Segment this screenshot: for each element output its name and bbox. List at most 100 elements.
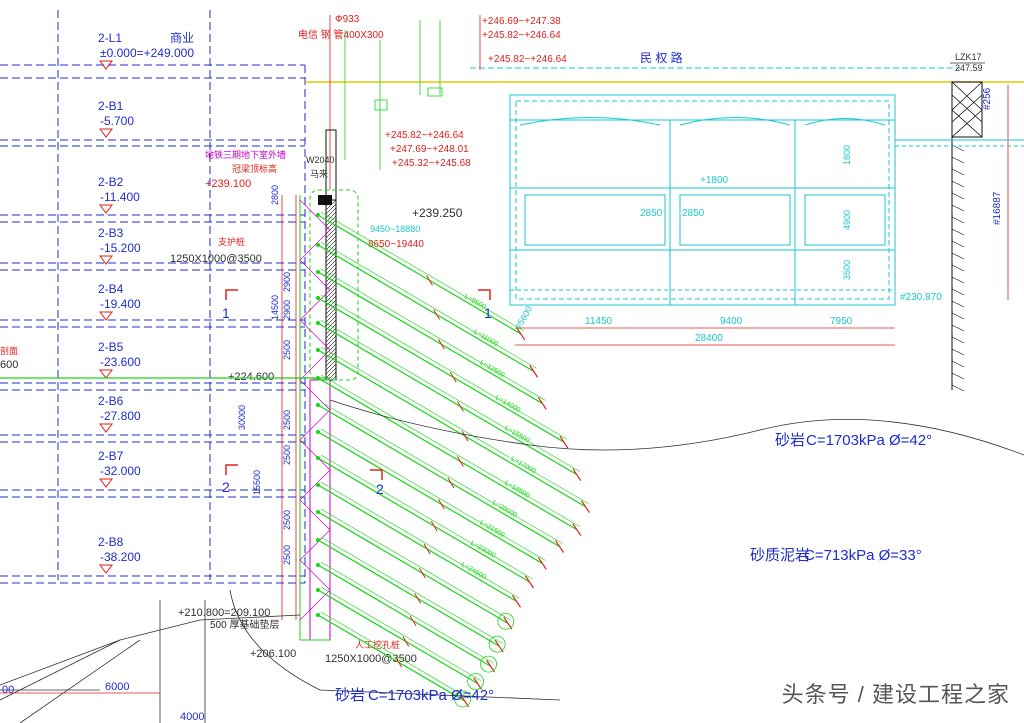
anchor-line-outer (320, 454, 533, 580)
anchor-range: 9450~18880 (370, 224, 420, 234)
anchor-line (317, 431, 543, 564)
anchor-label: L=17000 (510, 456, 537, 476)
anchor-line (317, 214, 522, 335)
anchor-head (316, 538, 320, 542)
anchor-line-outer (320, 611, 468, 699)
anchor-line-outer (320, 374, 580, 527)
floor-name: 2-B3 (98, 226, 124, 240)
anchor-label: L=21500 (479, 519, 506, 539)
top-wall-elev: +239.250 (412, 206, 463, 220)
anchor-line (317, 539, 500, 647)
anchor-head (316, 403, 320, 407)
anchor-head (316, 376, 320, 380)
anchor-label: L=18500 (503, 480, 530, 500)
floor-name: 2-B1 (98, 99, 124, 113)
anchor-line (317, 457, 530, 583)
anchor-root-bulb (480, 655, 497, 673)
anchor-line (317, 589, 478, 685)
anchor-line-outer (320, 536, 503, 644)
anchor-line (317, 271, 543, 404)
pipe-elev-2: +245.82~+246.64 (482, 30, 561, 41)
anchor-head (316, 430, 320, 434)
anchor-end-mark (572, 523, 582, 536)
anchor-mid-mark (418, 567, 426, 579)
anchor-head (316, 613, 320, 617)
anchor-end-mark (559, 435, 569, 449)
tunnel-dim-11450: 11450 (585, 316, 613, 327)
elev-triangle (99, 255, 113, 265)
anchor-head (316, 296, 320, 300)
tunnel-dim-4900: 4900 (842, 210, 852, 230)
vertical-dim: 2500 (282, 340, 292, 360)
borehole-column: #256 #16887 (951, 81, 1009, 392)
anchor-mid-mark (437, 339, 445, 350)
anchor-line (317, 614, 465, 702)
anchor-head (316, 213, 320, 217)
anchor-mid-mark (433, 309, 441, 320)
wall-labels: 地铁三期地下室外墙 冠梁顶标高 +239.100 支护桩 1250X1000@3… (0, 149, 463, 665)
anchor-line (317, 377, 578, 531)
section-numbers: 1 2 1 2 (222, 305, 492, 497)
left-elev: 600 (0, 359, 18, 371)
section-markers (225, 289, 491, 480)
pile-name: 支护桩 (218, 236, 245, 247)
anchor-line-outer (320, 241, 537, 369)
wall-code: W2040 (306, 155, 335, 165)
tunnel-dim-1800: 1800 (842, 145, 852, 165)
floor-name: 2-L1 (98, 31, 122, 45)
anchor-mid-mark (402, 636, 410, 647)
tunnel-elev: +1800 (700, 175, 729, 186)
bottom-dim-4000: 4000 (180, 711, 204, 723)
anchor-mid-mark (423, 543, 431, 555)
anchor-line-outer (320, 561, 494, 664)
vertical-dim: 2500 (282, 510, 292, 530)
vertical-dim: 2500 (282, 545, 292, 565)
top-zone: 马来 (310, 169, 328, 179)
floor-note: 商业 (170, 30, 194, 45)
anchor-line (317, 244, 535, 372)
anchor-mid-mark (414, 593, 422, 604)
tunnel-dim-5600: #5600 (513, 304, 534, 331)
anchor-head (316, 348, 320, 352)
anchor-end-mark (460, 694, 470, 708)
anchor-line (317, 511, 509, 624)
anchor-label: L=12500 (479, 359, 506, 379)
stratum-1-name: 砂岩 (775, 432, 805, 449)
vertical-dim: 15500 (252, 470, 262, 495)
anchor-mid-mark (449, 371, 457, 383)
anchor-line-outer (320, 211, 524, 332)
anchor-end-mark (511, 594, 521, 608)
vertical-dim: 2500 (282, 445, 292, 465)
anchor-end-mark (580, 500, 590, 514)
pipe-elev-4: +245.82~+246.64 (385, 130, 464, 141)
anchor-head (316, 243, 320, 247)
anchors: L=9500L=11000L=12500L=14000L=15500L=1700… (316, 211, 590, 708)
anchor-mid-mark (461, 430, 469, 442)
anchor-label: L=20000 (491, 500, 518, 520)
ground-line: 民 权 路 LZK17 247.59 (305, 50, 1024, 83)
vertical-dim: 2800 (270, 185, 280, 205)
tunnel-dim-7950: 7950 (830, 316, 853, 327)
stratum-2-name: 砂质泥岩 (750, 547, 810, 564)
bottom-dims: 6000 4000 00 (0, 681, 204, 723)
anchor-head (316, 510, 320, 514)
floor-elev: -38.200 (100, 550, 141, 564)
vertical-dim: 2500 (282, 410, 292, 430)
anchor-end-mark (524, 575, 534, 589)
bottom-dim-00: 00 (2, 684, 14, 696)
anchor-mid-mark (447, 477, 455, 489)
pipe-spec-label: 电信 钢 管400X300 (298, 28, 384, 41)
stratum-2-params: C=713kPa Ø=33° (804, 547, 922, 564)
anchor-mid-mark (456, 456, 464, 467)
tunnel-dim-9400: 9400 (720, 316, 743, 327)
side-label: 剖面 (0, 345, 18, 356)
bottom-dim-6000: 6000 (105, 681, 129, 693)
borehole-id: LZK17 (955, 52, 982, 62)
anchor-end-mark (503, 616, 513, 630)
anchor-end-mark (572, 468, 582, 481)
tunnel-dim-28400: 28400 (695, 333, 723, 344)
floor-name: 2-B4 (98, 282, 124, 296)
